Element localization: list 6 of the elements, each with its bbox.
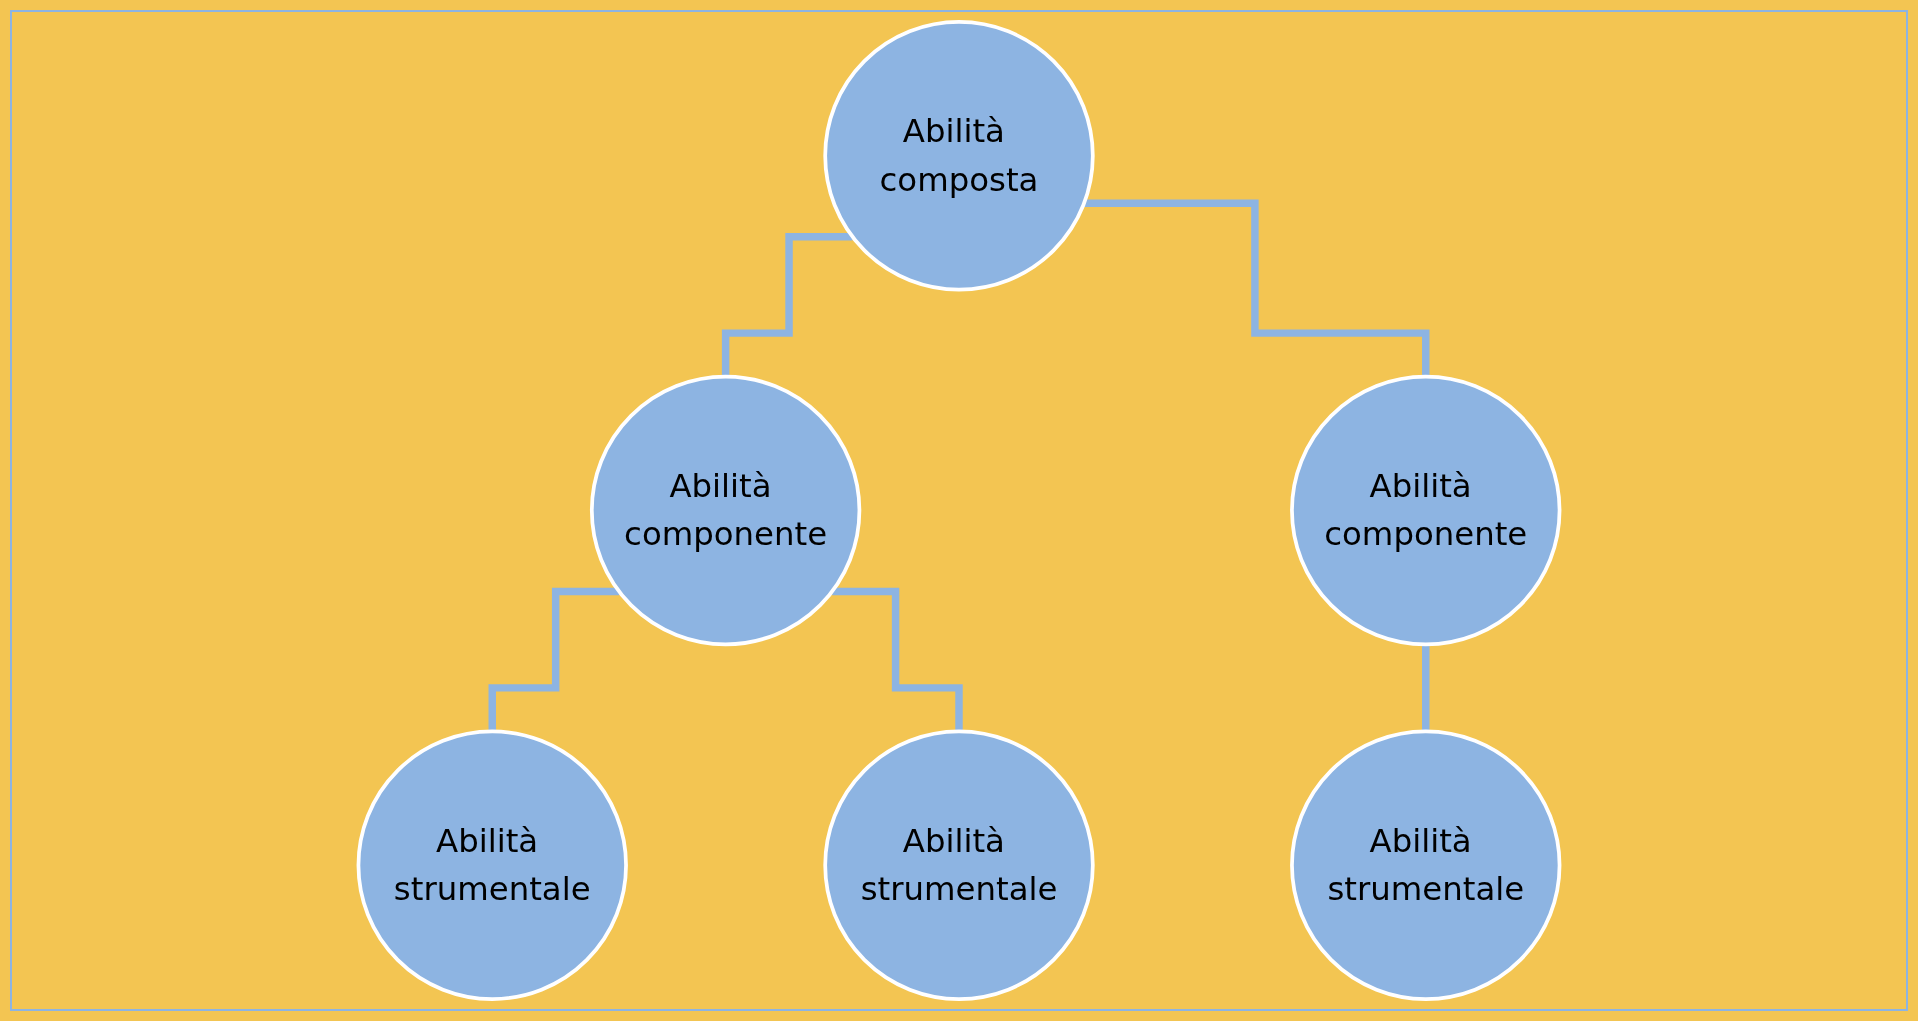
node-circle: Abilità strumentale [823, 729, 1095, 1001]
node-circle: Abilità componente [1290, 374, 1562, 647]
node-circle: Abilità componente [589, 374, 862, 647]
node-circle: Abilità strumentale [356, 729, 628, 1001]
node-circle: Abilità composta [823, 20, 1095, 292]
node-circle: Abilità strumentale [1290, 729, 1562, 1001]
